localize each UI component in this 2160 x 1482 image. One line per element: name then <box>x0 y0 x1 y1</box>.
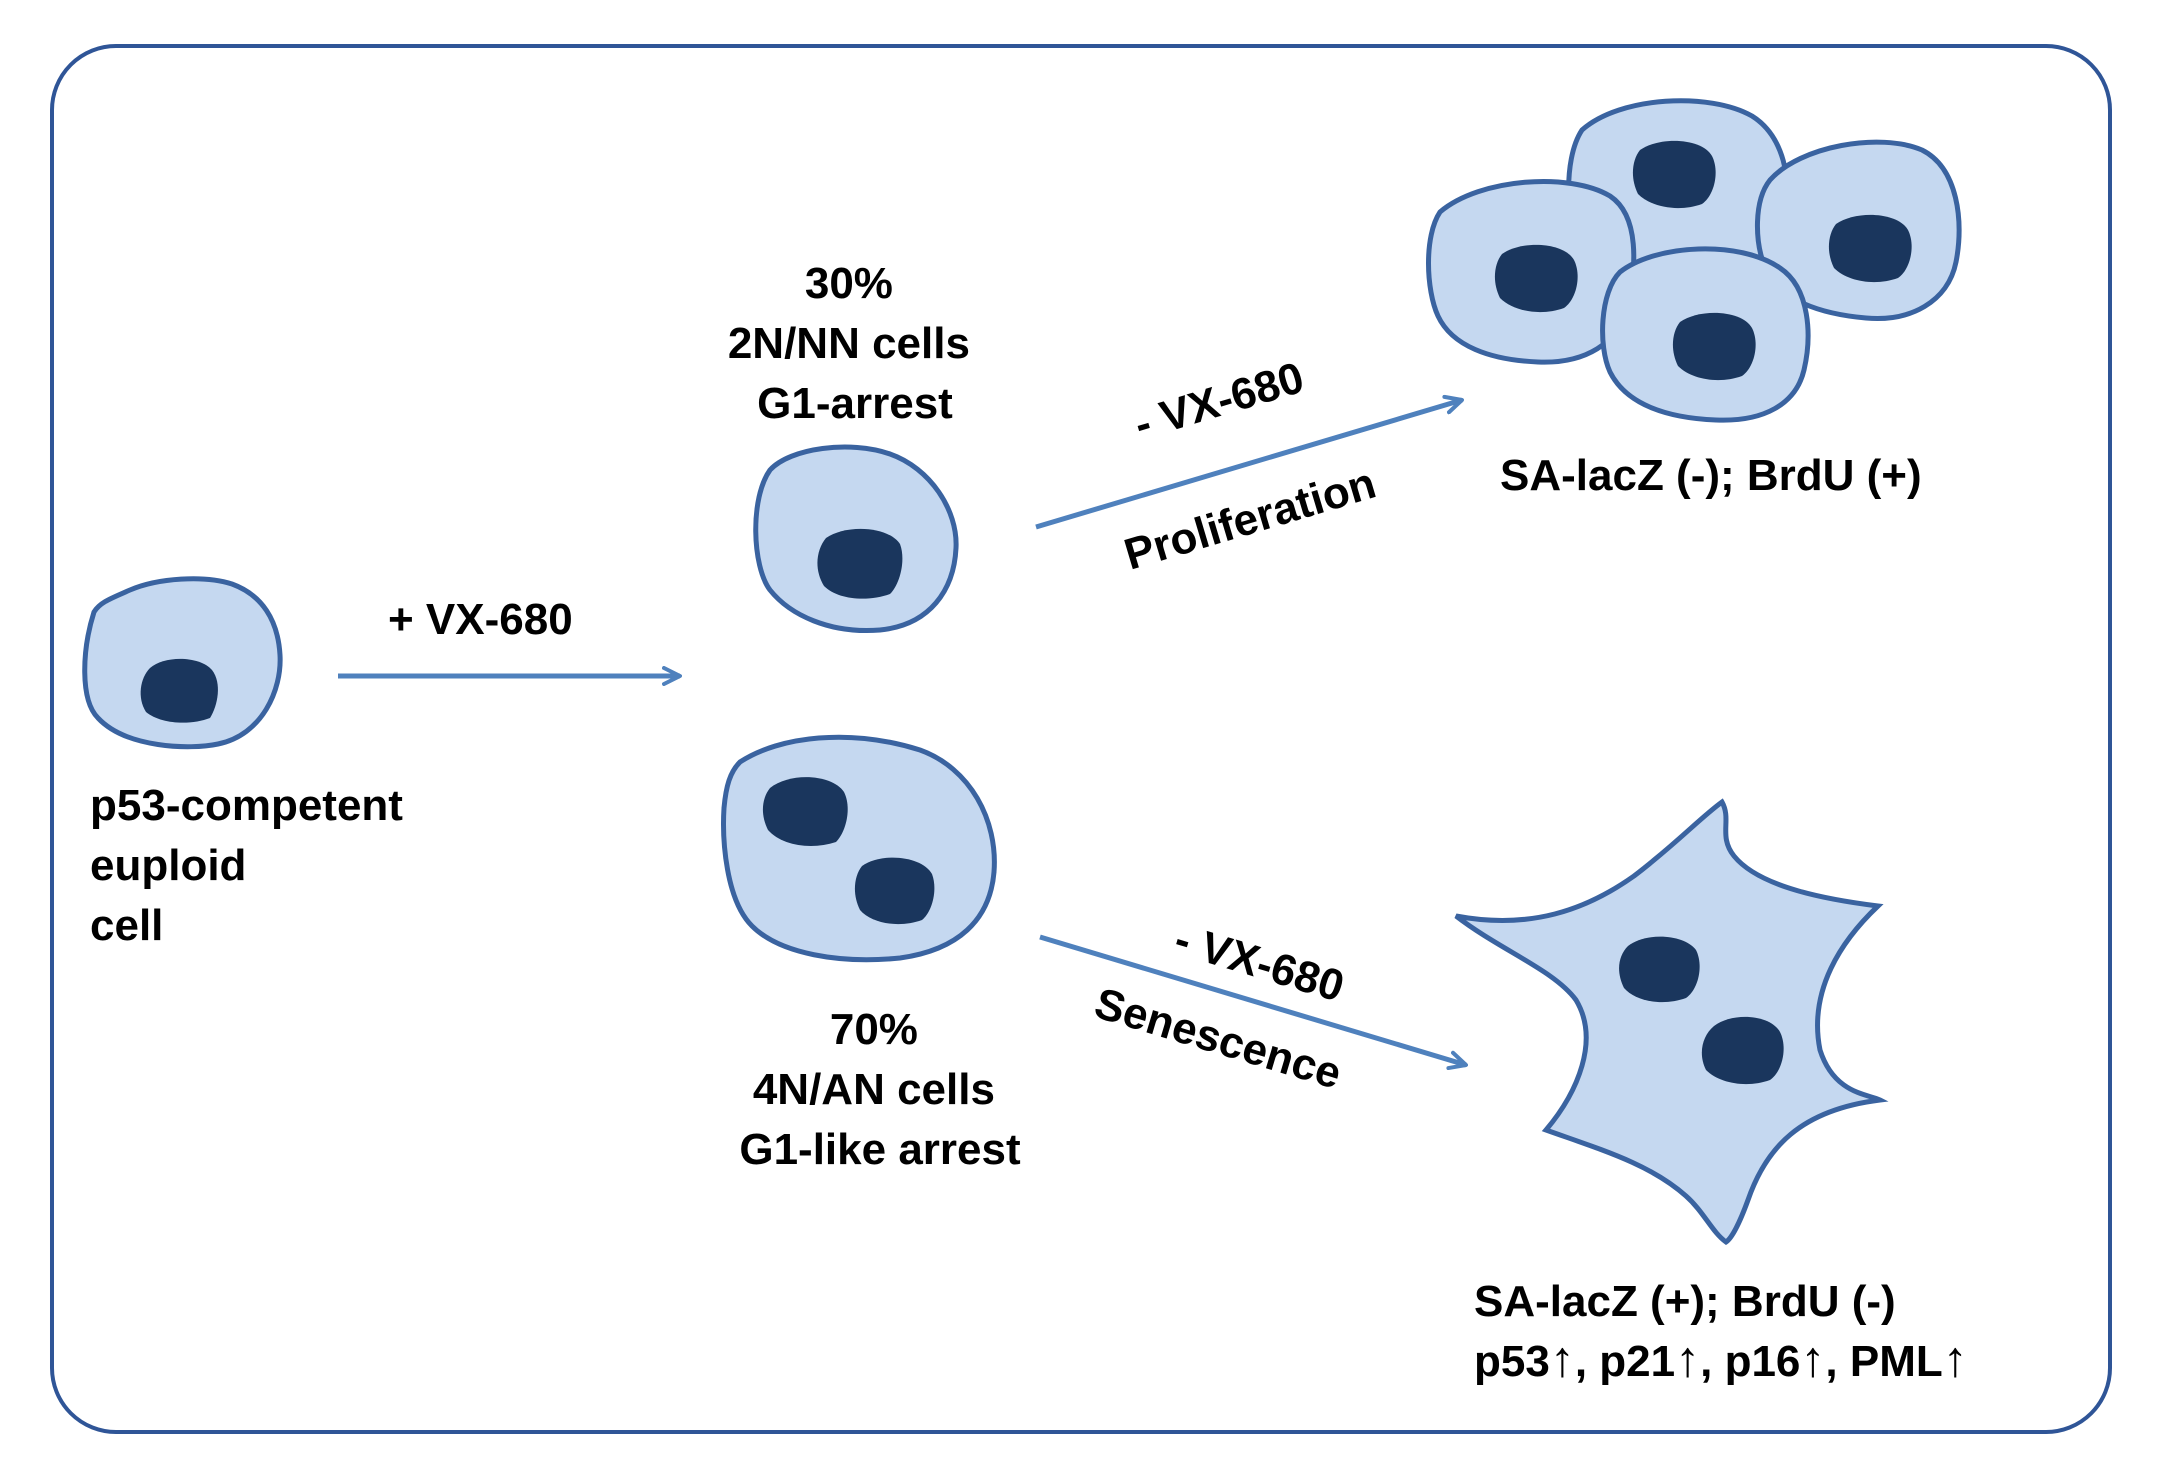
proliferating-cell-nucleus <box>1672 312 1756 381</box>
proliferating-cell-nucleus <box>1828 214 1912 283</box>
upregulated-marker-name: PML <box>1850 1337 1943 1386</box>
senescence-outcome-markers: SA-lacZ (+); BrdU (-) <box>1474 1277 1896 1326</box>
upper-population-cell <box>753 444 959 634</box>
lower-population-label-line: 4N/AN cells <box>753 1065 995 1114</box>
upregulated-marker-name: p53 <box>1474 1337 1550 1386</box>
upregulated-marker-name: p16 <box>1725 1337 1801 1386</box>
lower-population-cell-membrane <box>721 734 997 963</box>
upregulated-markers-text: p53↑, p21↑, p16↑, PML↑ <box>1474 1331 1968 1387</box>
senescent-cell-nucleus <box>1619 936 1700 1003</box>
lower-population-cell-nucleus <box>854 857 935 925</box>
upper-population-label-line: G1-arrest <box>757 379 953 428</box>
proliferating-cell-nucleus <box>1632 140 1716 209</box>
proliferating-cell-nucleus <box>1494 244 1578 313</box>
senescent-cell <box>1454 798 1889 1246</box>
senescent-cell-membrane <box>1454 798 1889 1246</box>
start-cell-label-line: cell <box>90 901 163 950</box>
lower-population-label-line: 70% <box>830 1005 918 1054</box>
marker-separator: , <box>1825 1337 1849 1386</box>
lower-population-cell <box>721 734 997 963</box>
start-cell-nucleus <box>140 658 218 723</box>
treatment-arrow-label: + VX-680 <box>388 595 573 644</box>
proliferation-arrow <box>1035 394 1464 530</box>
lower-population-label: 70% 4N/AN cells G1-like arrest <box>739 1005 1021 1174</box>
up-arrow-icon: ↑ <box>1943 1331 1968 1387</box>
start-cell-label-line: p53-competent <box>90 781 403 830</box>
proliferating-cell-cluster <box>1426 98 1962 423</box>
marker-separator: , <box>1575 1337 1599 1386</box>
upper-population-cell-nucleus <box>817 528 903 599</box>
proliferating-cell <box>1600 246 1811 423</box>
upregulated-markers-line: p53↑, p21↑, p16↑, PML↑ <box>1474 1331 1968 1387</box>
proliferating-cell <box>1755 139 1962 321</box>
proliferation-outcome-markers: SA-lacZ (-); BrdU (+) <box>1500 451 1922 500</box>
upper-population-label: 30% 2N/NN cells G1-arrest <box>728 259 982 428</box>
up-arrow-icon: ↑ <box>1675 1331 1700 1387</box>
lower-population-cell-nucleus <box>762 777 848 846</box>
lower-population-label-line: G1-like arrest <box>739 1125 1021 1174</box>
start-cell-label: p53-competent euploid cell <box>90 781 415 950</box>
start-cell-label-line: euploid <box>90 841 246 890</box>
senescent-cell-nucleus <box>1701 1016 1784 1085</box>
upper-population-label-line: 2N/NN cells <box>728 319 970 368</box>
marker-separator: , <box>1700 1337 1724 1386</box>
upper-population-label-line: 30% <box>805 259 893 308</box>
up-arrow-icon: ↑ <box>1550 1331 1575 1387</box>
senescence-arrow <box>1039 934 1468 1071</box>
up-arrow-icon: ↑ <box>1800 1331 1825 1387</box>
start-cell <box>82 576 283 750</box>
upregulated-marker-name: p21 <box>1599 1337 1675 1386</box>
